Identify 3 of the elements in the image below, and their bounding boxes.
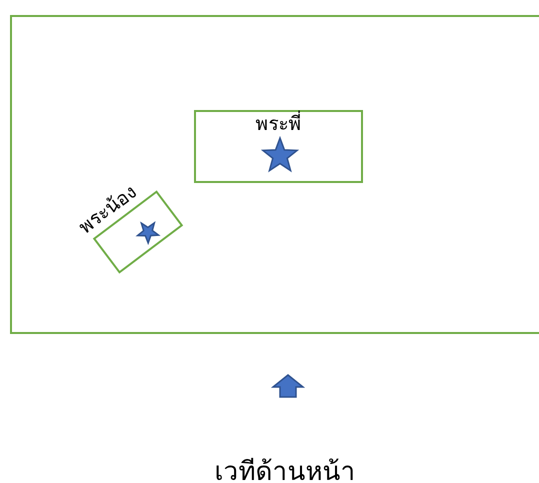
stage-label: เวทีด้านหน้า bbox=[214, 456, 356, 483]
box bbox=[194, 110, 363, 183]
name-label: พระพี่ bbox=[196, 108, 361, 138]
